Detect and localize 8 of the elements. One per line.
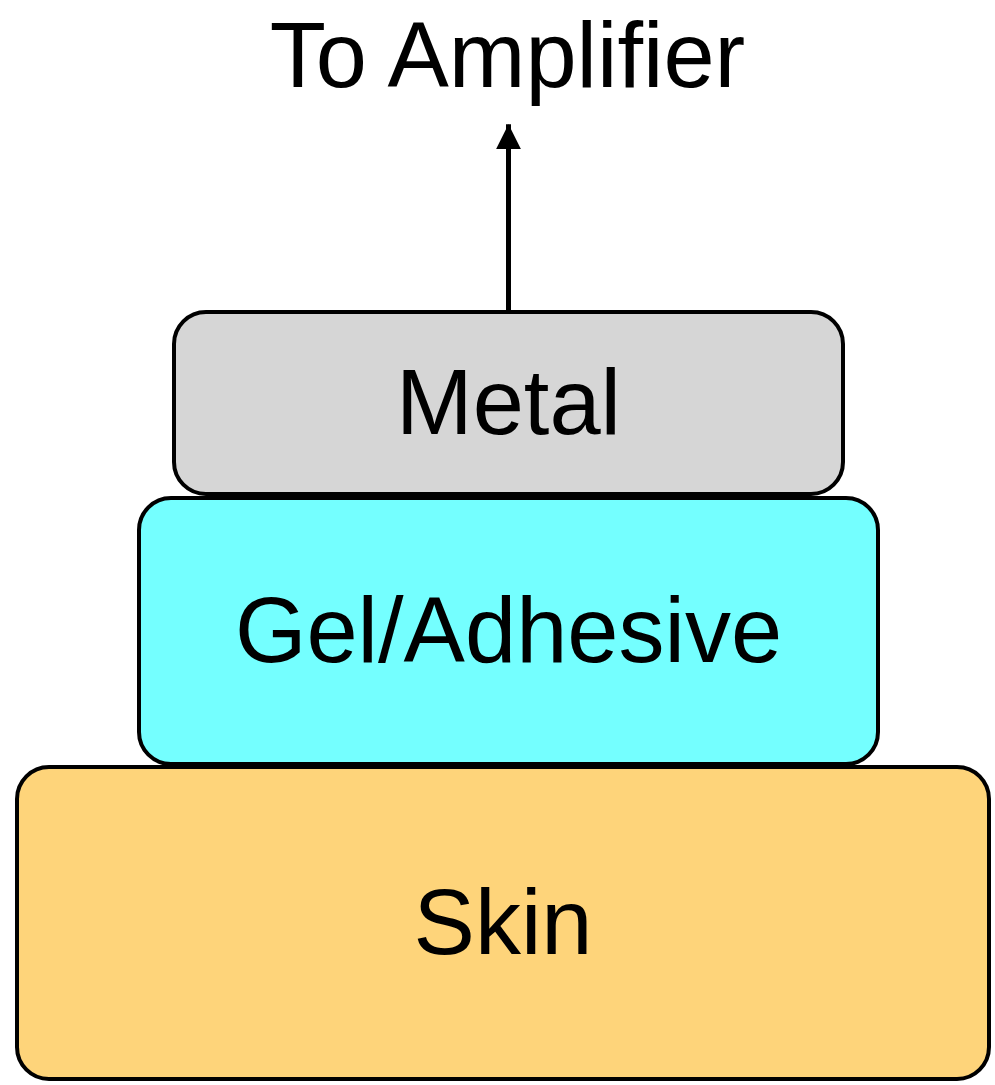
destination-label: To Amplifier: [269, 5, 746, 107]
layer-label: Gel/Adhesive: [234, 580, 783, 682]
layer-label: Metal: [396, 352, 621, 454]
layer-box: [172, 310, 845, 496]
arrow: [496, 124, 521, 310]
layer-box: [137, 496, 880, 766]
layer-box: [15, 765, 991, 1081]
layer-label: Skin: [413, 872, 593, 974]
